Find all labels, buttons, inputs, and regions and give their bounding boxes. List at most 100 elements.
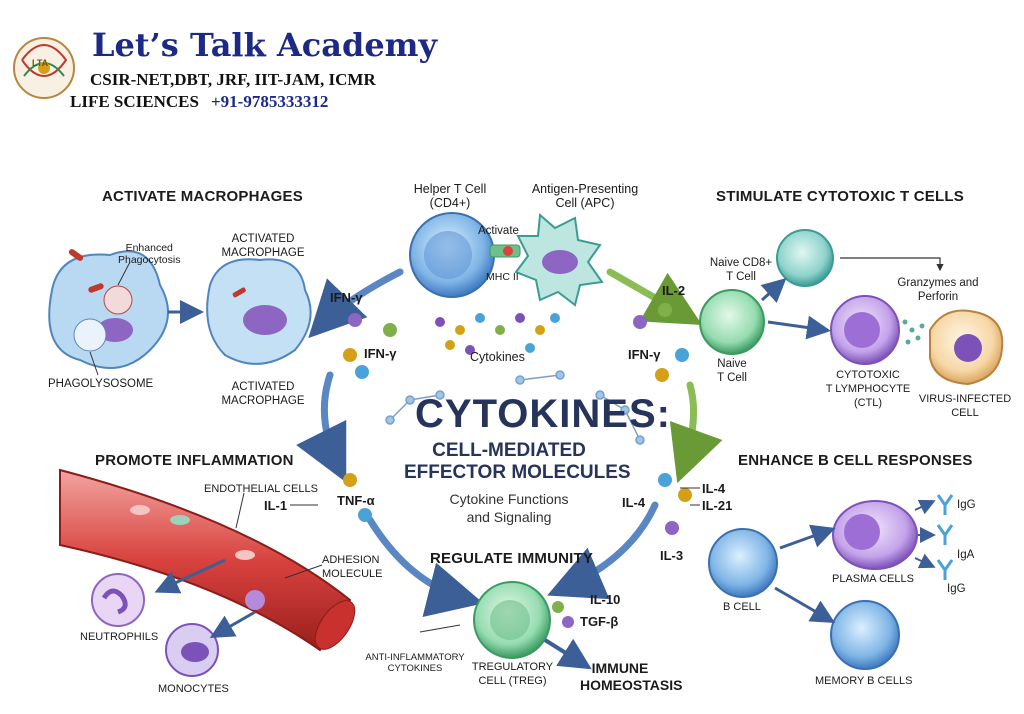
ctl-arrow <box>767 315 831 340</box>
treg-line2: CELL (TREG) <box>478 675 547 687</box>
ctl-label: CYTOTOXIC T LYMPHOCYTE (CTL) <box>818 368 918 410</box>
naive-line1: Naive <box>717 358 747 370</box>
virus-cell-label: VIRUS-INFECTED CELL <box>915 392 1015 420</box>
anti-inflammatory-label: ANTI-INFLAMMATORY CYTOKINES <box>360 652 470 674</box>
helper-t-cell <box>409 212 495 298</box>
treg-line1: TREGULATORY <box>471 661 554 673</box>
helper-line1: Helper T Cell <box>413 182 487 196</box>
immune-homeostasis-label: IMMUNE HOMEOSTASIS <box>580 660 683 694</box>
monocytes-label: MONOCYTES <box>158 683 229 695</box>
memory-arrow <box>774 586 836 624</box>
neutrophil <box>91 573 145 627</box>
brand-title: Let’s Talk Academy <box>92 26 438 64</box>
heading-regulate-immunity: REGULATE IMMUNITY <box>430 550 594 567</box>
antigen-presenting-cell <box>514 212 604 307</box>
homeo-line2: HOMEOSTASIS <box>580 677 683 693</box>
center-subtitle-2: EFFECTOR MOLECULES <box>404 462 631 483</box>
il21-label: IL-21 <box>702 498 733 513</box>
naive-t-cell-label: Naive T Cell <box>712 357 752 385</box>
granzymes-label: Granzymes and Perforin <box>888 276 988 304</box>
apc-line2: Cell (APC) <box>555 196 615 210</box>
il10-label: IL-10 <box>590 592 621 607</box>
homeostasis-arrow <box>543 638 592 670</box>
heading-promote-inflammation: PROMOTE INFLAMMATION <box>95 452 294 469</box>
adhesion-line1: ADHESION <box>322 554 380 566</box>
cytokine-markers <box>343 303 692 628</box>
cd8-line2: T Cell <box>726 271 756 283</box>
logo-text: LTA <box>32 58 49 68</box>
plasma-arrow <box>779 524 836 550</box>
monocyte-arrow <box>209 610 256 638</box>
brand-phone: +91-9785333312 <box>210 92 329 111</box>
plasma-cell <box>832 500 918 570</box>
activated-macrophage-top-label: ACTIVATED MACROPHAGE <box>218 232 308 260</box>
apc-line1: Antigen-Presenting <box>531 182 639 196</box>
brand-subject-text: LIFE SCIENCES <box>70 92 199 111</box>
brand-subject: LIFE SCIENCES +91-9785333312 <box>70 92 328 112</box>
brand-exams: CSIR-NET,DBT, JRF, IIT-JAM, ICMR <box>90 70 376 89</box>
naive-line2: T Cell <box>717 372 747 384</box>
center-caption-2: and Signaling <box>466 509 552 525</box>
virus-line1: VIRUS-INFECTED <box>918 393 1012 405</box>
naive-t-cell <box>699 289 765 355</box>
virus-line2: CELL <box>951 407 979 419</box>
enhanced-phagocytosis-label: Enhanced Phagocytosis <box>118 242 180 266</box>
activate-label: Activate <box>478 225 519 237</box>
il4-left-label: IL-4 <box>622 495 646 510</box>
molecular-network <box>385 370 645 445</box>
heading-stimulate-cytotoxic: STIMULATE CYTOTOXIC T CELLS <box>716 188 964 205</box>
tnf-alpha-label: TNF-α <box>337 493 375 508</box>
cytokine-cluster <box>435 313 560 355</box>
b-cell <box>708 528 778 598</box>
activated-macrophage-bottom-label: ACTIVATED MACROPHAGE <box>218 380 308 408</box>
phagolysosome-label: PHAGOLYSOSOME <box>48 378 154 390</box>
neutrophils-label: NEUTROPHILS <box>80 631 159 643</box>
activated-macrophage <box>206 258 312 365</box>
cycle-arrows <box>296 268 723 617</box>
il2-label: IL-2 <box>662 283 686 298</box>
igg-label-1: IgG <box>957 499 976 511</box>
ifn-gamma-top: IFN-γ <box>330 290 363 305</box>
ifn-gamma-left: IFN-γ <box>364 346 397 361</box>
il1-label: IL-1 <box>264 498 288 513</box>
anti-line2: CYTOKINES <box>387 663 443 674</box>
center-caption: Cytokine Functions and Signaling <box>434 490 584 526</box>
mhc-label: MHC II <box>486 271 519 283</box>
leader-lines <box>89 261 700 633</box>
act-bot-line1: ACTIVATED <box>231 381 295 393</box>
cd8-arrow <box>760 277 787 303</box>
act-top-line2: MACROPHAGE <box>221 247 305 259</box>
granzyme-arrow <box>840 257 944 272</box>
enhanced-line1: Enhanced <box>125 242 173 254</box>
anti-line1: ANTI-INFLAMMATORY <box>365 652 465 663</box>
plasma-cells-label: PLASMA CELLS <box>832 573 914 585</box>
il4-label: IL-4 <box>702 481 726 496</box>
helper-line2: (CD4+) <box>429 196 471 210</box>
homeo-line1: IMMUNE <box>591 660 649 676</box>
center-subtitle-1: CELL-MEDIATED <box>432 440 586 461</box>
antigen-dot <box>503 246 513 256</box>
cytokines-label: Cytokines <box>470 350 525 364</box>
regulatory-t-cell <box>473 581 551 659</box>
ctl-line2: T LYMPHOCYTE <box>825 383 911 395</box>
memory-b-cell <box>830 600 900 670</box>
tgf-beta-label: TGF-β <box>580 614 619 629</box>
ctl-line3: (CTL) <box>853 397 883 409</box>
treg-label: TREGULATORY CELL (TREG) <box>465 660 560 688</box>
endothelial-label: ENDOTHELIAL CELLS <box>204 483 318 495</box>
naive-cd8-label: Naive CD8+ T Cell <box>706 256 776 284</box>
enhanced-line2: Phagocytosis <box>118 254 181 266</box>
adhesion-line2: MOLECULE <box>322 568 383 580</box>
ctl-line1: CYTOTOXIC <box>836 369 900 381</box>
academy-logo <box>13 37 75 99</box>
apc-label: Antigen-Presenting Cell (APC) <box>520 182 650 210</box>
monocyte <box>165 623 219 677</box>
neutrophil-arrow <box>154 558 226 594</box>
center-subtitle: CELL-MEDIATED EFFECTOR MOLECULES <box>404 440 631 484</box>
b-cell-label: B CELL <box>723 601 761 613</box>
center-title: CYTOKINES: <box>415 392 671 436</box>
granz-line1: Granzymes and <box>897 277 979 289</box>
il3-label: IL-3 <box>660 548 684 563</box>
act-bot-line2: MACROPHAGE <box>221 395 305 407</box>
cd8-line1: Naive CD8+ <box>709 257 773 269</box>
